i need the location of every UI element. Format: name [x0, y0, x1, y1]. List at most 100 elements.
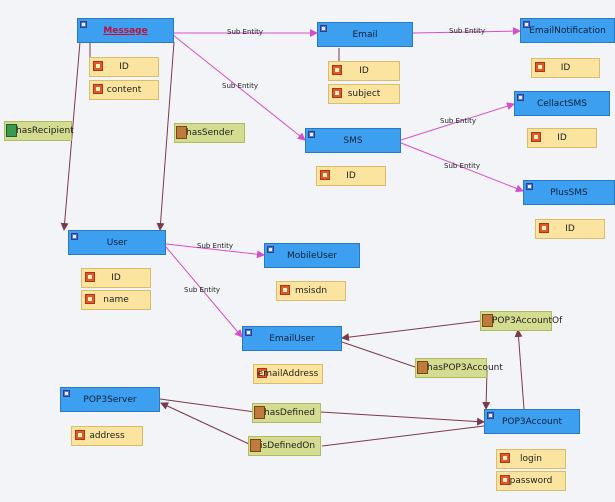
relationship-icon — [250, 439, 261, 452]
edge-isdefinedon-pop3server — [160, 402, 250, 445]
entity-emailnotification[interactable]: EmailNotification — [520, 18, 615, 43]
edge-pop3account-pop3accountof — [514, 329, 525, 410]
attribute-email-subject[interactable]: subject — [328, 84, 400, 104]
entity-label: User — [106, 237, 128, 248]
relationship-hasrecipient[interactable]: hasRecipient — [4, 121, 74, 141]
attribute-label: ID — [346, 171, 356, 181]
entity-label: CellactSMS — [536, 98, 587, 109]
relationship-icon — [254, 406, 265, 419]
entity-email[interactable]: Email — [317, 22, 413, 47]
attribute-emailnotification-id[interactable]: ID — [531, 58, 600, 78]
attribute-user-id[interactable]: ID — [81, 268, 151, 288]
attribute-label: ID — [359, 66, 369, 76]
attribute-label: address — [89, 431, 125, 441]
attribute-label: ID — [111, 273, 121, 283]
edge-pop3server-hasdefined — [159, 398, 256, 413]
relationship-pop3accountof[interactable]: POP3AccountOf — [480, 311, 562, 331]
entity-emailuser[interactable]: EmailUser — [242, 326, 342, 351]
entity-sms[interactable]: SMS — [305, 128, 401, 153]
entity-label: Message — [103, 25, 148, 36]
entity-label: POP3Account — [501, 416, 562, 427]
entity-cellactsms[interactable]: CellactSMS — [514, 91, 610, 116]
entity-icon — [526, 183, 533, 190]
attribute-icon — [500, 475, 510, 485]
relationship-icon — [417, 361, 428, 374]
relationship-icon — [482, 314, 493, 327]
relationship-hasdefined[interactable]: hasDefined — [252, 403, 321, 423]
attribute-icon — [320, 170, 330, 180]
entity-label: Email — [352, 29, 378, 40]
attribute-pop3account-password[interactable]: password — [496, 471, 566, 491]
entity-mobileuser[interactable]: MobileUser — [264, 243, 360, 268]
relationship-icon — [176, 126, 187, 139]
relationship-label: isDefinedOn — [260, 441, 316, 451]
attribute-icon — [539, 223, 549, 233]
entity-icon — [523, 21, 530, 28]
attribute-icon — [280, 285, 290, 295]
entity-pop3server[interactable]: POP3Server — [60, 387, 160, 412]
attribute-emailuser-emailaddress[interactable]: emailAddress — [253, 364, 323, 384]
attribute-email-id[interactable]: ID — [328, 61, 400, 81]
entity-label: POP3Server — [83, 394, 137, 405]
edge-emailuser-haspop3account — [341, 341, 419, 369]
entity-icon — [63, 390, 70, 397]
entity-label: SMS — [343, 135, 363, 146]
attribute-pop3account-login[interactable]: login — [496, 449, 566, 469]
attribute-message-id[interactable]: ID — [89, 57, 159, 77]
relationship-label: hasDefined — [264, 408, 315, 418]
edge-label-sub-entity: Sub Entity — [222, 82, 258, 90]
attribute-label: ID — [565, 224, 575, 234]
attribute-sms-id[interactable]: ID — [316, 166, 386, 186]
relationship-icon — [6, 124, 17, 137]
attribute-label: name — [103, 295, 129, 305]
attribute-label: msisdn — [294, 286, 328, 296]
edge-pop3account-isdefinedon — [321, 425, 485, 447]
edge-label-sub-entity: Sub Entity — [197, 242, 233, 250]
attribute-icon — [531, 132, 541, 142]
attribute-icon — [535, 62, 545, 72]
attribute-label: emailAddress — [257, 369, 319, 379]
entity-icon — [267, 246, 274, 253]
entity-message[interactable]: Message — [77, 18, 174, 43]
entity-user[interactable]: User — [68, 230, 166, 255]
attribute-icon — [332, 88, 342, 98]
entity-label: PlusSMS — [550, 187, 588, 198]
relationship-label: hasSender — [186, 128, 234, 138]
attribute-label: content — [106, 85, 142, 95]
attribute-icon — [257, 368, 267, 378]
attribute-label: ID — [557, 133, 567, 143]
entity-icon — [245, 329, 252, 336]
entity-icon — [517, 94, 524, 101]
relationship-label: hasPOP3Account — [427, 363, 503, 373]
attribute-label: subject — [347, 89, 381, 99]
attribute-pop3server-address[interactable]: address — [71, 426, 143, 446]
attribute-icon — [332, 65, 342, 75]
attribute-label: password — [509, 476, 553, 486]
entity-plussms[interactable]: PlusSMS — [523, 180, 615, 205]
attribute-label: ID — [119, 62, 129, 72]
edge-label-sub-entity: Sub Entity — [444, 162, 480, 170]
attribute-cellactsms-id[interactable]: ID — [527, 128, 597, 148]
attribute-icon — [85, 294, 95, 304]
relationship-isdefinedon[interactable]: isDefinedOn — [248, 436, 321, 456]
entity-icon — [71, 233, 78, 240]
attribute-icon — [93, 61, 103, 71]
attribute-plussms-id[interactable]: ID — [535, 219, 605, 239]
attribute-mobileuser-msisdn[interactable]: msisdn — [276, 281, 346, 301]
entity-icon — [487, 412, 494, 419]
attribute-message-content[interactable]: content — [89, 80, 159, 100]
entity-icon — [308, 131, 315, 138]
edge-message-hassender — [156, 41, 175, 231]
edge-label-sub-entity: Sub Entity — [227, 28, 263, 36]
edge-hasdefined-pop3account — [320, 411, 485, 426]
entity-pop3account[interactable]: POP3Account — [484, 409, 580, 434]
entity-label: EmailNotification — [529, 25, 606, 36]
attribute-user-name[interactable]: name — [81, 290, 151, 310]
attribute-icon — [75, 430, 85, 440]
relationship-label: hasRecipient — [16, 126, 74, 136]
edge-pop3accountof-emailuser — [341, 320, 481, 342]
relationship-hassender[interactable]: hasSender — [174, 123, 245, 143]
relationship-haspop3account[interactable]: hasPOP3Account — [415, 358, 503, 378]
attribute-icon — [500, 453, 510, 463]
